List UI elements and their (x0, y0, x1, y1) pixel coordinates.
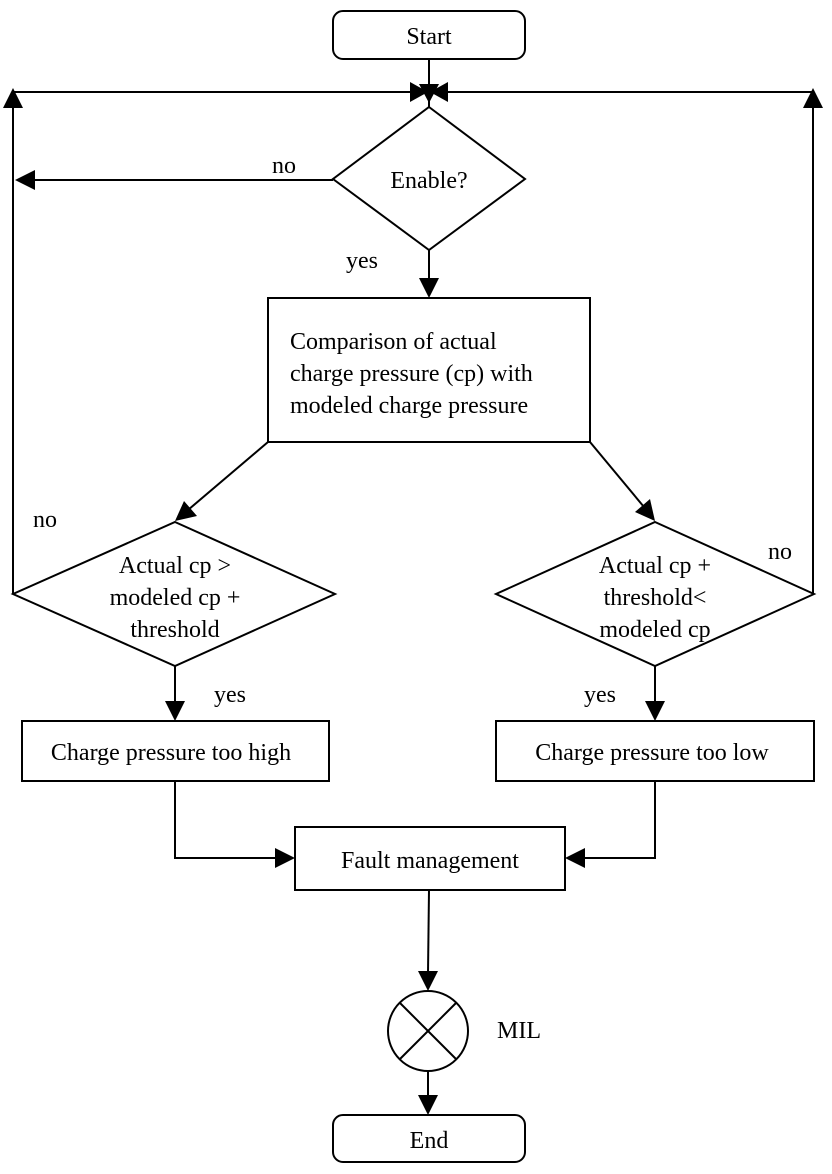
connector-fault-to-mil (427, 889, 430, 974)
enable-label: Enable? (390, 168, 467, 194)
arrowhead-comparison-to-low (635, 499, 655, 521)
end-terminal (332, 1114, 526, 1163)
arrowhead-enable-no (15, 170, 35, 190)
too-low-label: Charge pressure too low (535, 740, 769, 766)
too-high-process (21, 720, 330, 782)
arrowhead-mil-to-end (418, 1095, 438, 1115)
too-low-process (495, 720, 815, 782)
edge-label-enable-yes: yes (346, 248, 378, 274)
fault-management-process (294, 826, 566, 891)
arrowhead-high-yes (165, 701, 185, 721)
arrowhead-return-left (410, 82, 428, 102)
decision-low-label-line-3: modeled cp (599, 617, 710, 643)
edge-label-low-no: no (768, 539, 792, 565)
too-high-label: Charge pressure too high (51, 740, 291, 766)
mil-lamp-icon (387, 990, 469, 1072)
arrowhead-left-up (3, 88, 23, 108)
edge-label-low-yes: yes (584, 682, 616, 708)
arrowhead-too-low-to-fault (565, 848, 585, 868)
edge-label-high-yes: yes (214, 682, 246, 708)
arrowhead-comparison-to-high (175, 501, 197, 521)
decision-high-label-line-1: Actual cp > (119, 553, 231, 579)
arrowhead-too-high-to-fault (275, 848, 295, 868)
connector-comparison-to-low (589, 441, 645, 508)
start-label: Start (406, 24, 452, 50)
fault-management-label: Fault management (341, 848, 519, 874)
arrowhead-right-up (803, 88, 823, 108)
comparison-process (267, 297, 591, 443)
comparison-label-line-1: Comparison of actual (290, 329, 497, 355)
edge-label-enable-no: no (272, 153, 296, 179)
arrowhead-fault-to-mil (418, 971, 438, 991)
mil-label: MIL (497, 1018, 541, 1044)
arrowhead-low-yes (645, 701, 665, 721)
comparison-label-line-3: modeled charge pressure (290, 393, 528, 419)
arrowhead-enable-yes (419, 278, 439, 298)
comparison-label-line-2: charge pressure (cp) with (290, 361, 533, 387)
decision-high-label-line-3: threshold (130, 617, 219, 643)
decision-low-label-line-2: threshold< (604, 585, 707, 611)
connector-too-low-to-fault (583, 781, 656, 859)
connector-comparison-to-high (187, 441, 269, 511)
decision-low-label-line-1: Actual cp + (599, 553, 711, 579)
edge-label-high-no: no (33, 507, 57, 533)
connector-too-high-to-fault (174, 781, 277, 859)
end-label: End (410, 1128, 449, 1154)
arrowhead-return-right (430, 82, 448, 102)
decision-high-label-line-2: modeled cp + (110, 585, 241, 611)
